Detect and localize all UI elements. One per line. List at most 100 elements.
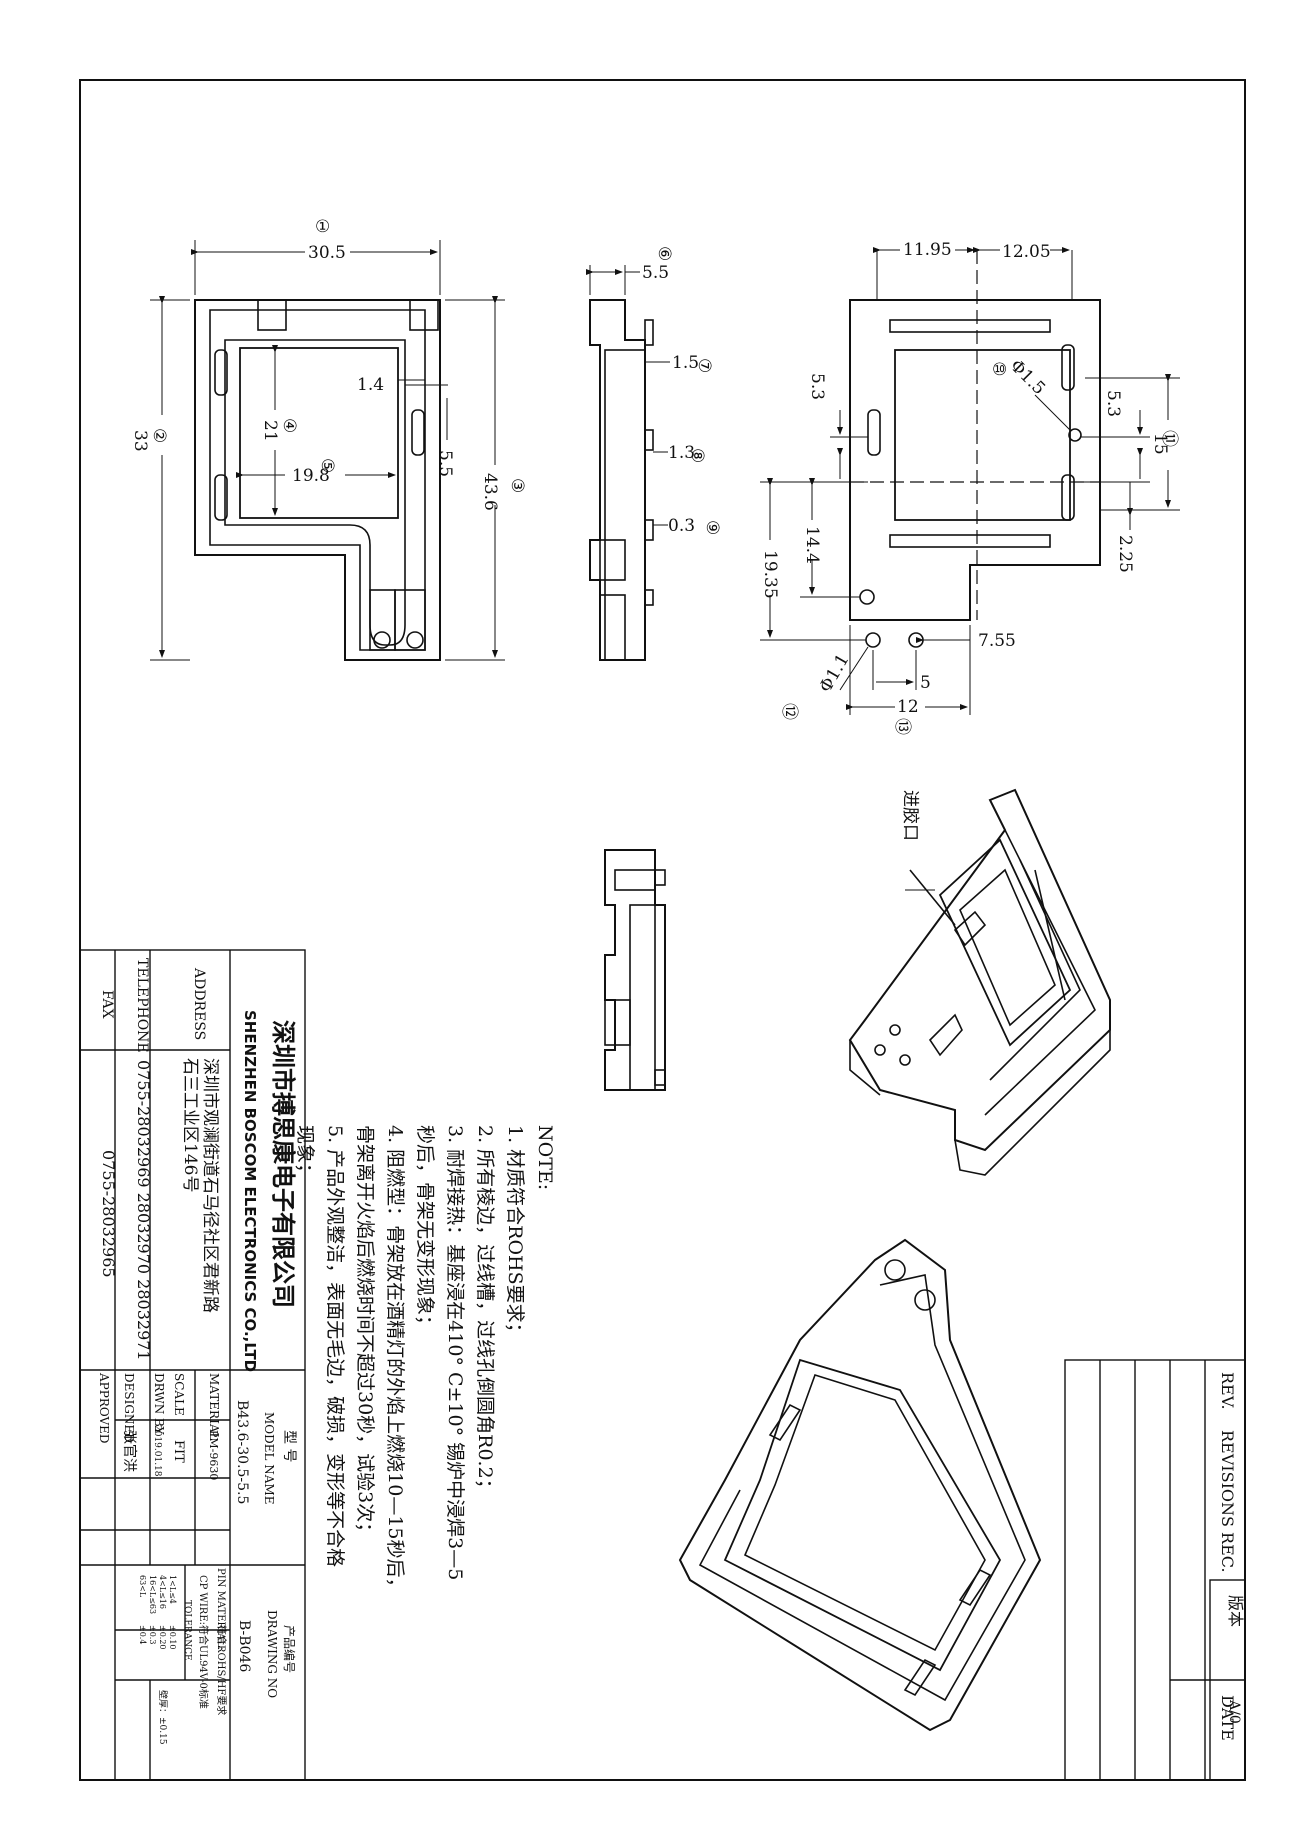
dim-5: 5 [920, 673, 931, 693]
bottom-view-dimlines [760, 247, 1180, 715]
company-name-cn: 深圳市搏思康电子有限公司 [269, 1020, 298, 1308]
material-label: MATERIAL [207, 1373, 221, 1441]
tolerance-label: TOLERANCE [182, 1600, 192, 1661]
marker-10: ⑩ [992, 360, 1007, 380]
dim-11-95: 11.95 [903, 240, 952, 260]
dim-5-5-front: 5.5 [435, 450, 455, 477]
drawing-label-cn: 产品编号 [282, 1625, 297, 1673]
dim-15: 15 [1150, 433, 1170, 455]
dim-30-5: 30.5 [308, 243, 346, 263]
callout-markers: ① ② ③ ④ ⑤ ⑥ ⑦ ⑧ ⑨ ⑩ ⑪ ⑫ ⑬ [149, 217, 1179, 735]
version-label: 版本 [1226, 1595, 1245, 1627]
title-block-frame [79, 949, 306, 1781]
model-value: B43.6-30.5-5.5 [234, 1400, 250, 1504]
marker-7: ⑦ [694, 358, 714, 373]
dim-1-4: 1.4 [357, 375, 384, 395]
marker-2: ② [149, 428, 169, 443]
note-line: 3. 耐焊接热：基座浸在410° C±10° 锡炉中浸焊3—5 [444, 1125, 466, 1581]
tol-row2-val: ±0.20 [158, 1625, 167, 1650]
sheet-border [79, 79, 1246, 1781]
bottom-view [849, 250, 1101, 648]
marker-5: ⑤ [317, 458, 337, 473]
version-value: A/0 [1226, 1699, 1242, 1724]
approved-label: APPROVED [97, 1372, 111, 1444]
dim-7-55: 7.55 [978, 631, 1016, 651]
drwn-value: 2019.01.18 [152, 1425, 162, 1477]
pin-material-label: PIN MATERIAL: [215, 1568, 226, 1650]
cp-wire-label: CP WIRE: [197, 1575, 208, 1625]
tol-row1: 1<L≤4 [168, 1575, 177, 1604]
gate-label: 进胶口 [900, 790, 920, 841]
dim-19-8: 19.8 [292, 466, 330, 486]
marker-11: ⑪ [1159, 430, 1179, 447]
note-line: 现象； [294, 1125, 316, 1183]
marker-12: ⑫ [779, 703, 799, 720]
scale-value: FIT [171, 1440, 186, 1463]
tol-row4-val: ±0.4 [138, 1625, 147, 1644]
note-line: 1. 材质符合ROHS要求； [504, 1125, 526, 1342]
note-line: 秒后，骨架无变形现象； [414, 1125, 436, 1335]
rev-label: REV. [1218, 1372, 1237, 1410]
tol-row3-val: ±0.3 [148, 1625, 157, 1644]
marker-13: ⑬ [892, 718, 912, 735]
dim-1-3: 1.3 [668, 443, 695, 463]
front-view-dimlines [150, 240, 505, 661]
front-view [194, 299, 441, 661]
telephone-label: TELEPHONE [134, 958, 150, 1053]
dim-2-25: 2.25 [1115, 535, 1135, 573]
dim-0-3: 0.3 [668, 516, 695, 536]
tol-row2: 4<L≤16 [158, 1575, 167, 1609]
dim-5-5-side: 5.5 [642, 263, 669, 283]
address-line2: 石三工业区146号 [180, 1058, 200, 1192]
dim-1-5: 1.5 [672, 353, 699, 373]
tol-wall: 壁厚：±0.15 [157, 1690, 169, 1745]
side-profile-view [604, 849, 666, 1091]
marker-9: ⑨ [702, 520, 722, 535]
note-line: 5. 产品外观整洁，表面无毛边，破损，变形等不合格 [324, 1125, 346, 1568]
note-line: 骨架离开火焰后燃烧时间不超过30秒，试验3次； [354, 1125, 376, 1542]
drwn-label: DRWN BY [152, 1373, 166, 1436]
dim-5-3-left: 5.3 [807, 373, 827, 400]
material-value: PM-9630 [207, 1430, 220, 1480]
drawing-value: B-B046 [236, 1620, 252, 1672]
drawing-label-en: DRAWING NO [265, 1610, 279, 1698]
company-name-en: SHENZHEN BOSCOM ELECTRONICS CO.,LTD [241, 1010, 259, 1372]
marker-4: ④ [279, 418, 299, 433]
model-label-en: MODEL NAME [262, 1412, 276, 1505]
cp-wire-value: 符合UL94V-0标准 [197, 1625, 210, 1709]
note-line: 2. 所有棱边，过线槽，过线孔倒圆角R0.2； [474, 1125, 496, 1498]
marker-6: ⑥ [654, 246, 674, 261]
side-view [589, 299, 654, 661]
marker-1: ① [315, 217, 330, 237]
isometric-view-bottom [678, 1238, 1042, 1732]
dim-12: 12 [897, 697, 919, 717]
tol-row1-val: ±0.10 [168, 1625, 177, 1650]
dim-14-4: 14.4 [802, 526, 822, 564]
dim-phi-1-5: Φ1.5 [1006, 356, 1049, 399]
address-line1: 深圳市观澜街道石马径社区君新路 [200, 1058, 220, 1313]
fax-label: FAX [99, 990, 115, 1019]
scale-label: SCALE [172, 1373, 186, 1416]
isometric-view-top [848, 788, 1111, 1176]
date-label: DATE [1218, 1695, 1237, 1741]
marker-8: ⑧ [687, 448, 707, 463]
model-label-cn: 型 号 [281, 1430, 297, 1462]
dim-phi-1-1: Φ1.1 [816, 651, 854, 696]
telephone-value: 0755-28032969 28032970 28032971 [134, 1060, 153, 1361]
notes-block: NOTE: 1. 材质符合ROHS要求； 2. 所有棱边，过线槽，过线孔倒圆角R… [290, 1125, 560, 1597]
dim-33: 33 [130, 430, 150, 452]
revision-block-frame [1064, 1359, 1246, 1781]
dim-21: 21 [260, 420, 280, 442]
tol-row3: 16<L≤63 [148, 1575, 157, 1614]
dim-12-05: 12.05 [1002, 242, 1051, 262]
pin-material-value: 符合ROHS/HF要求 [215, 1625, 228, 1715]
designed-value: 张官洪 [121, 1430, 137, 1472]
dim-5-3-right: 5.3 [1103, 390, 1123, 417]
note-line: 4. 阻燃型：骨架放在酒精灯的外焰上燃烧10—15秒后， [384, 1125, 406, 1597]
marker-3: ③ [507, 478, 527, 493]
revisions-label: REVISIONS REC. [1218, 1430, 1237, 1573]
tol-row4: 63<L [138, 1575, 147, 1598]
designed-label: DESIGNED [122, 1373, 136, 1443]
